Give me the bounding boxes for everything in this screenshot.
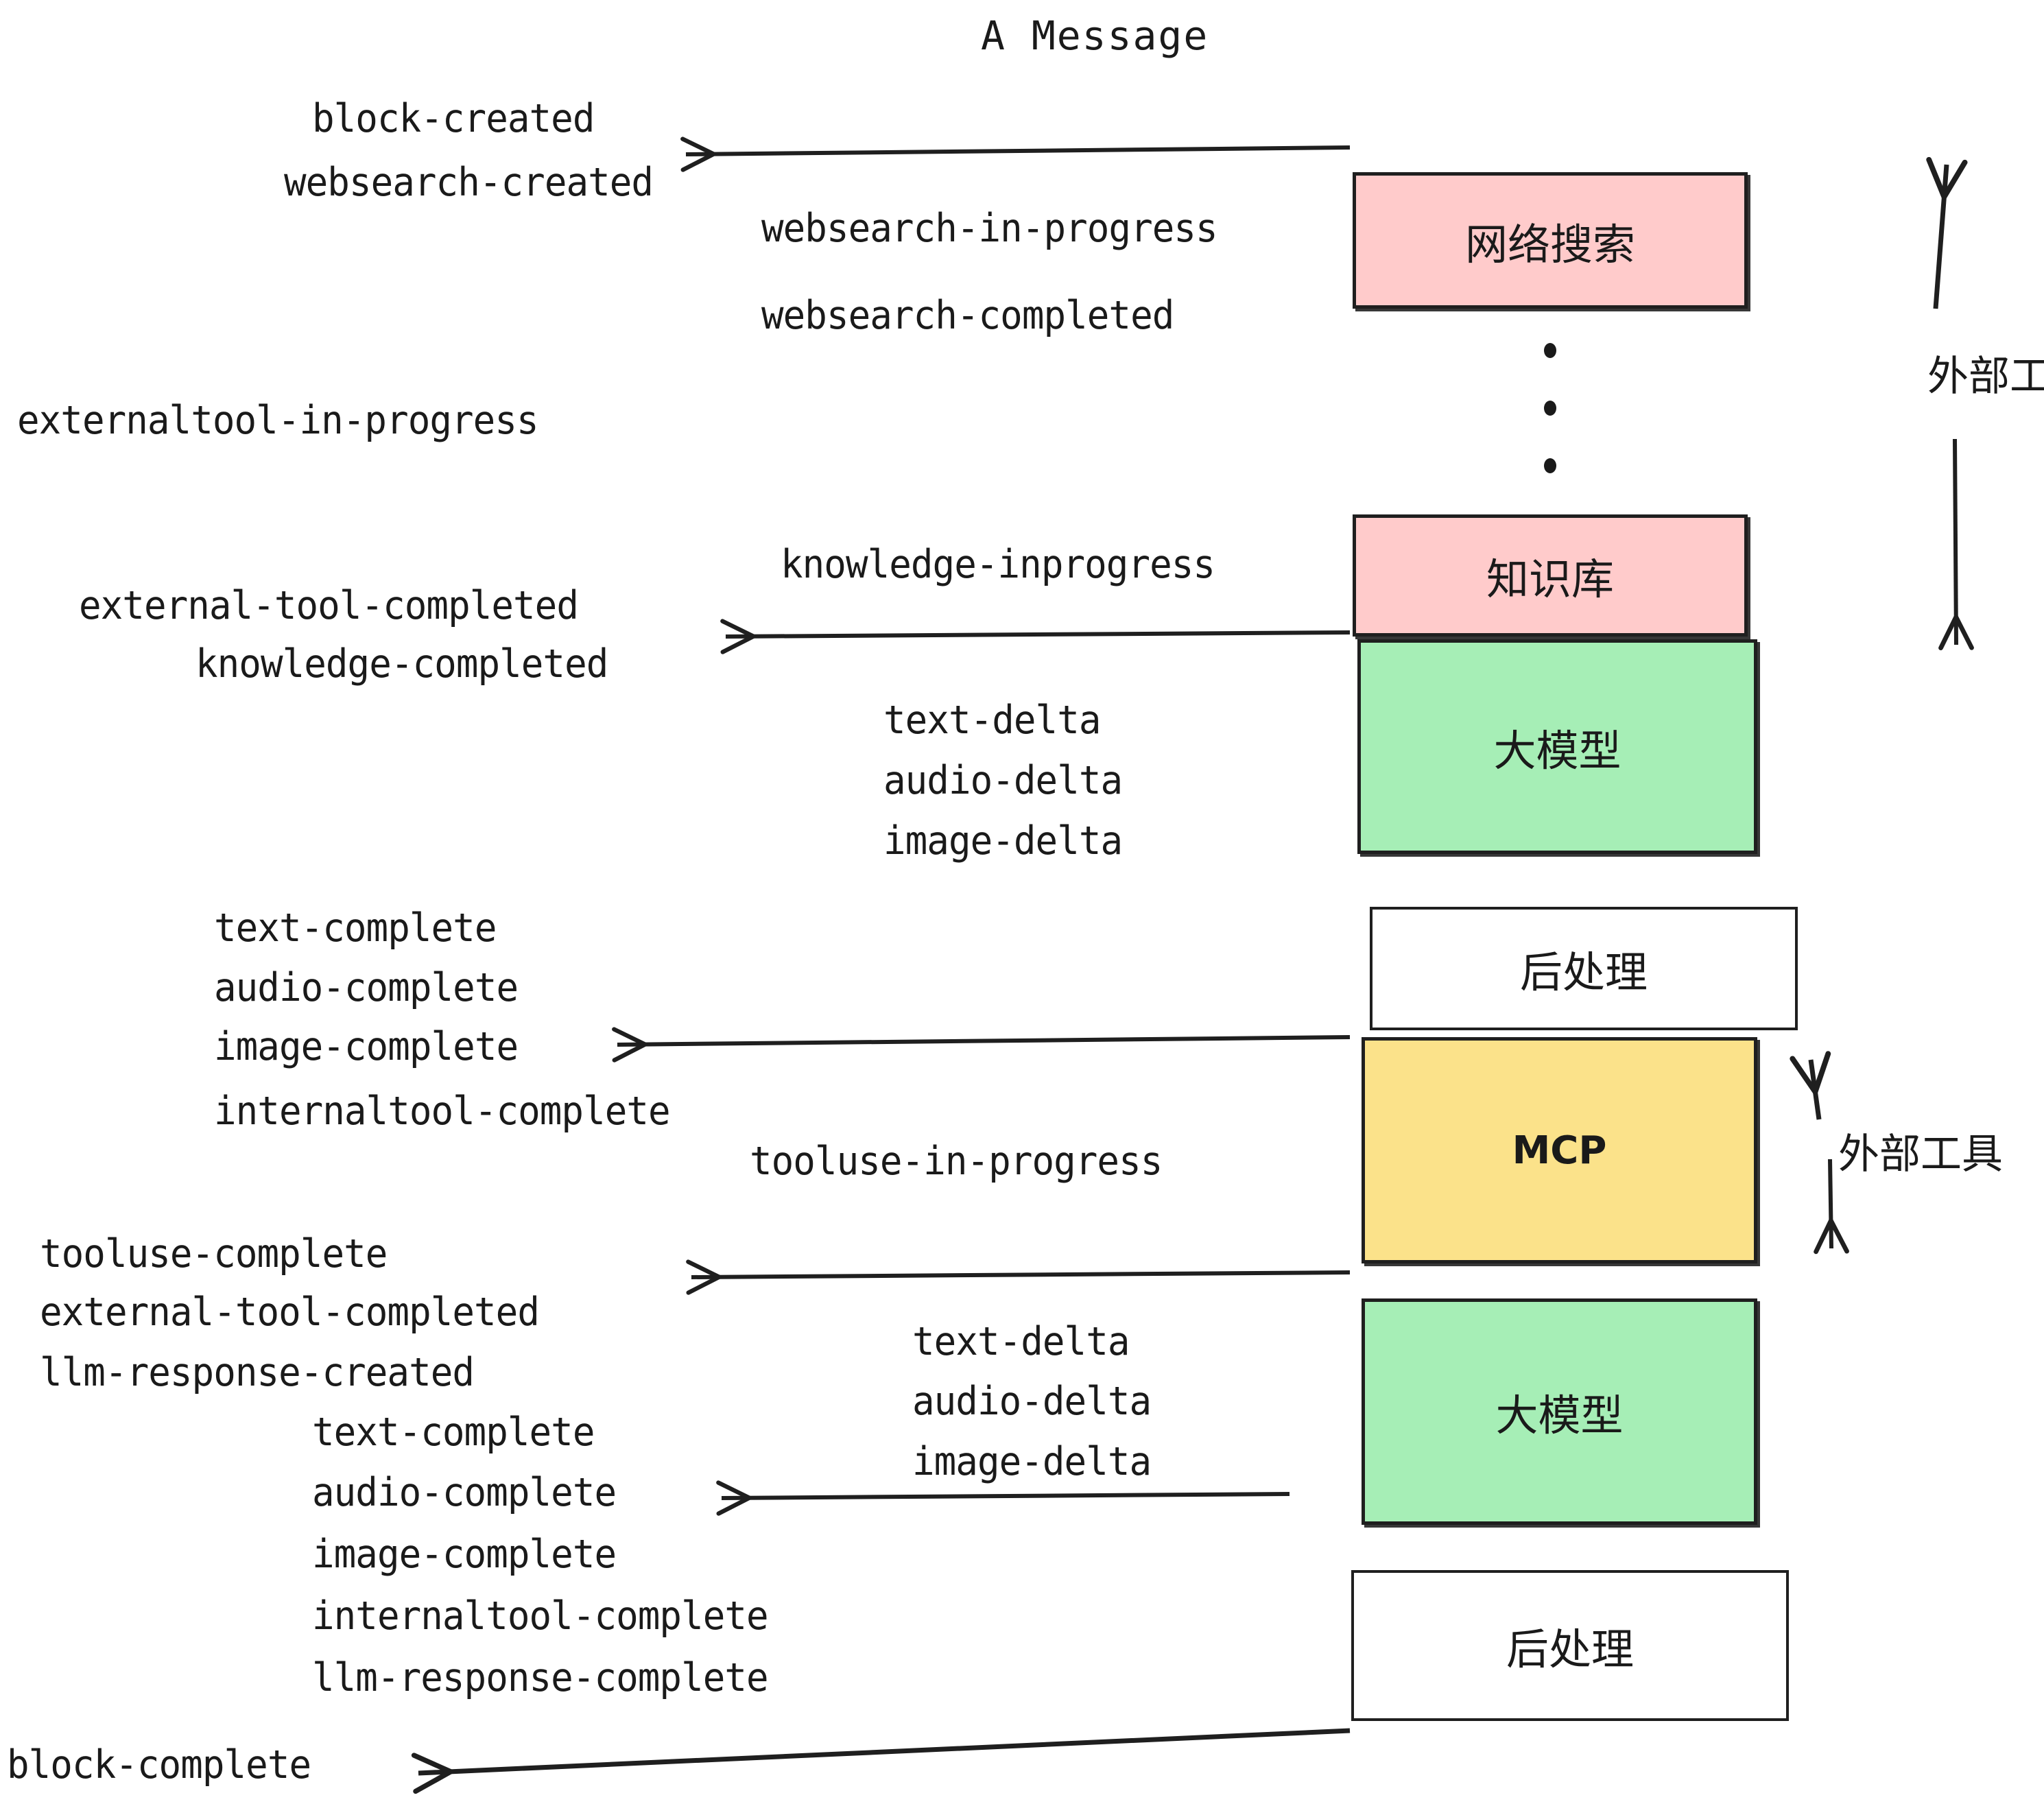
event-label-internaltool-complete-second: internaltool-complete [312,1593,769,1639]
node-label: 后处理 [1519,947,1648,997]
arrow-external-tools-down-top [1938,438,1974,651]
node-label: 大模型 [1495,1390,1624,1440]
event-label-knowledge-inprogress: knowledge-inprogress [781,542,1215,587]
event-label-image-complete-first: image-complete [214,1024,519,1069]
event-label-websearch-in-progress: websearch-in-progress [761,206,1218,251]
side-label-external-tools-top: 外部工具 [1927,353,2044,401]
node-postprocess-bottom[interactable]: 后处理 [1351,1570,1789,1721]
node-postprocess-top[interactable]: 后处理 [1370,907,1798,1030]
event-label-websearch-completed: websearch-completed [761,293,1174,338]
event-label-image-delta-second: image-delta [912,1439,1152,1484]
node-label: MCP [1512,1128,1607,1173]
event-label-block-complete: block-complete [7,1742,311,1788]
event-label-text-delta-second: text-delta [912,1319,1130,1364]
diagram-title: A Message [981,12,1209,59]
arrow-external-tools-up-bottom [1790,1051,1831,1120]
event-label-image-complete-second: image-complete [312,1532,617,1577]
event-label-tooluse-in-progress: tooluse-in-progress [750,1139,1163,1184]
node-llm-top[interactable]: 大模型 [1357,639,1757,854]
arrow-external-tools-up-top [1926,156,1968,309]
event-label-text-delta-first: text-delta [883,698,1101,743]
event-label-external-tool-completed-second: external-tool-completed [40,1290,540,1335]
event-label-audio-delta-second: audio-delta [912,1379,1152,1424]
event-label-tooluse-complete: tooluse-complete [40,1231,388,1277]
node-llm-bottom[interactable]: 大模型 [1362,1298,1757,1525]
event-label-internaltool-complete-first: internaltool-complete [214,1089,671,1134]
node-label: 大模型 [1493,725,1621,776]
event-label-audio-delta-first: audio-delta [883,758,1123,803]
event-label-image-delta-first: image-delta [883,818,1123,864]
event-label-text-complete-second: text-complete [312,1410,595,1455]
event-label-websearch-created: websearch-created [284,160,654,205]
event-label-external-tool-completed-first: external-tool-completed [79,583,579,628]
event-label-llm-response-created: llm-response-created [40,1350,475,1395]
arrow-postprocess-to-imagecomplete [612,1027,1351,1063]
arrow-llm-to-audiocomplete [716,1480,1290,1516]
node-knowledge-base[interactable]: 知识库 [1353,514,1748,637]
node-label: 后处理 [1506,1624,1634,1674]
event-label-externaltool-in-progress: externaltool-in-progress [17,398,539,443]
vertical-ellipsis-icon [1543,343,1557,473]
arrow-mcp-to-toolusecomplete [686,1259,1351,1295]
event-label-block-created: block-created [312,96,595,141]
node-websearch[interactable]: 网络搜索 [1353,172,1748,309]
event-label-audio-complete-first: audio-complete [214,965,519,1010]
arrow-websearch-to-blockcreated [680,137,1351,172]
event-label-llm-response-complete: llm-response-complete [312,1655,769,1700]
node-mcp[interactable]: MCP [1362,1037,1757,1263]
event-label-audio-complete-second: audio-complete [312,1470,617,1515]
arrow-external-tools-down-bottom [1814,1159,1849,1255]
event-label-text-complete-first: text-complete [214,905,497,951]
node-label: 网络搜索 [1464,219,1635,270]
event-label-knowledge-completed: knowledge-completed [195,641,608,687]
arrow-postprocess-to-blockcomplete [411,1728,1351,1794]
node-label: 知识库 [1486,554,1614,604]
side-label-external-tools-bottom: 外部工具 [1838,1130,2003,1178]
arrow-knowledge-to-completed [720,619,1351,654]
